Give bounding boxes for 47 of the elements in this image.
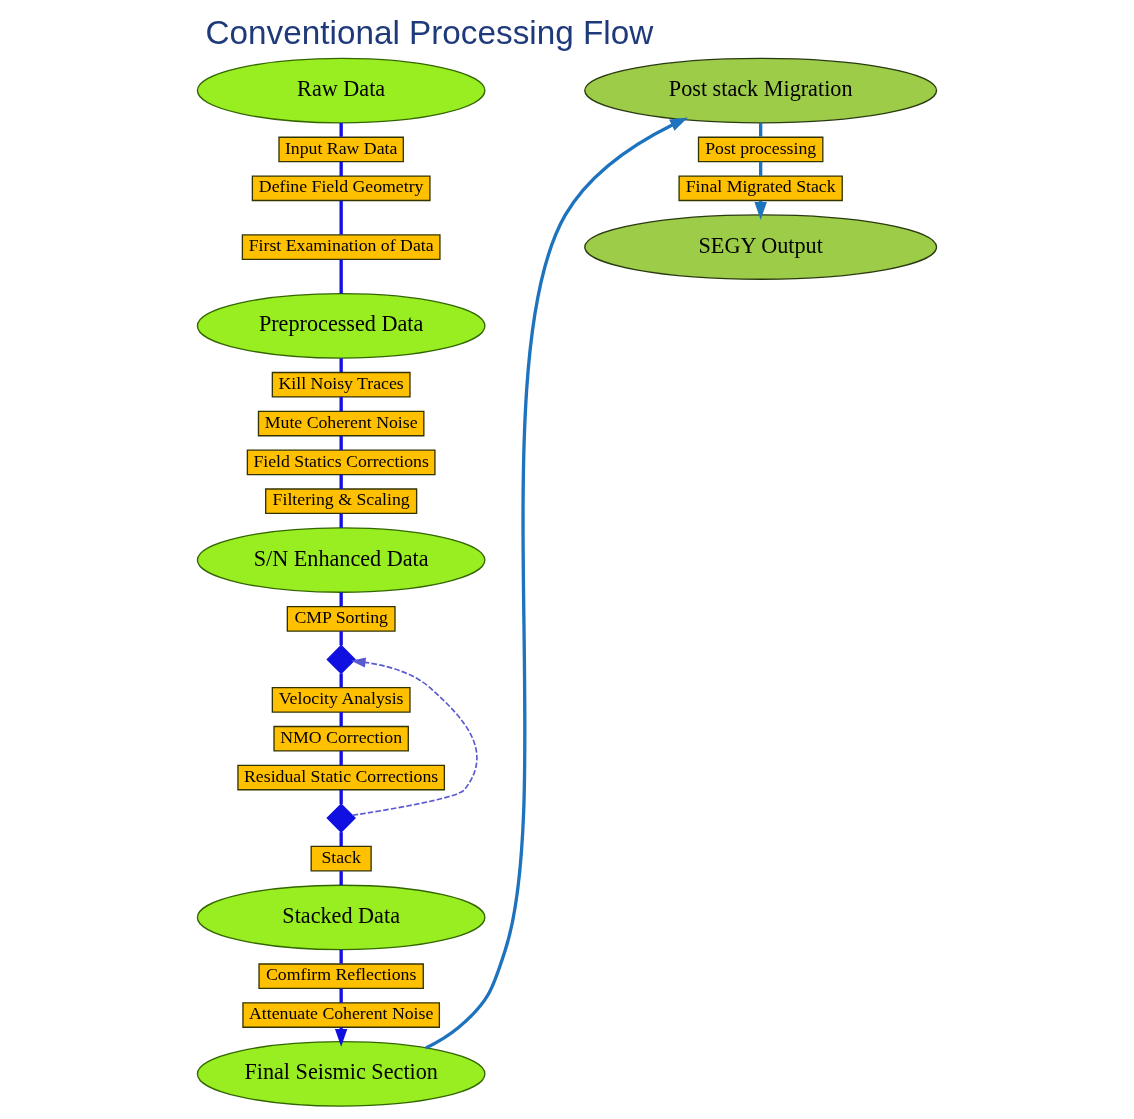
node-box: First Examination of Data [241,234,441,260]
node-box: Input Raw Data [278,136,404,163]
connector [339,200,343,235]
arrow [351,657,478,817]
connector [339,397,343,412]
connector [339,789,343,804]
node-box: Comfirm Reflections [258,963,424,990]
node-box: Field Statics Corrections [246,449,436,476]
connector [339,712,343,727]
connector [339,631,343,646]
connector [759,123,763,137]
node-ellipse: S/N Enhanced Data [196,527,486,593]
node-box: Attenuate Coherent Noise [242,1002,441,1028]
connector [339,751,343,766]
node-ellipse: Preprocessed Data [196,293,486,359]
node-ellipse: SEGY Output [584,214,938,280]
connector [339,673,343,688]
node-box: Velocity Analysis [271,687,411,713]
connector [339,592,343,607]
node-box: Stack [310,845,372,872]
node-diamond [326,803,356,833]
connector [339,161,343,177]
arrow [425,117,688,1050]
node-box: NMO Correction [273,725,409,752]
diagram-title: Conventional Processing Flow [205,14,654,51]
node-box: Define Field Geometry [251,175,431,202]
connector [339,123,343,137]
node-diamond [326,644,356,675]
connector [339,949,343,964]
connector [339,358,343,373]
node-ellipse: Stacked Data [196,884,486,951]
connector [339,259,343,294]
connector [339,832,343,847]
node-box: Residual Static Corrections [237,764,446,791]
node-ellipse: Final Seismic Section [196,1041,486,1107]
node-box: Kill Noisy Traces [271,371,411,398]
connector [339,988,343,1003]
node-ellipse: Post stack Migration [584,57,938,124]
node-box: Post processing [697,136,824,163]
node-box: Mute Coherent Noise [257,410,425,437]
connector [339,435,343,451]
node-box: CMP Sorting [286,606,396,632]
connector [339,871,343,886]
node-ellipse: Raw Data [196,57,486,124]
node-box: Filtering & Scaling [265,488,418,515]
connector [339,474,343,489]
connector [339,513,343,528]
